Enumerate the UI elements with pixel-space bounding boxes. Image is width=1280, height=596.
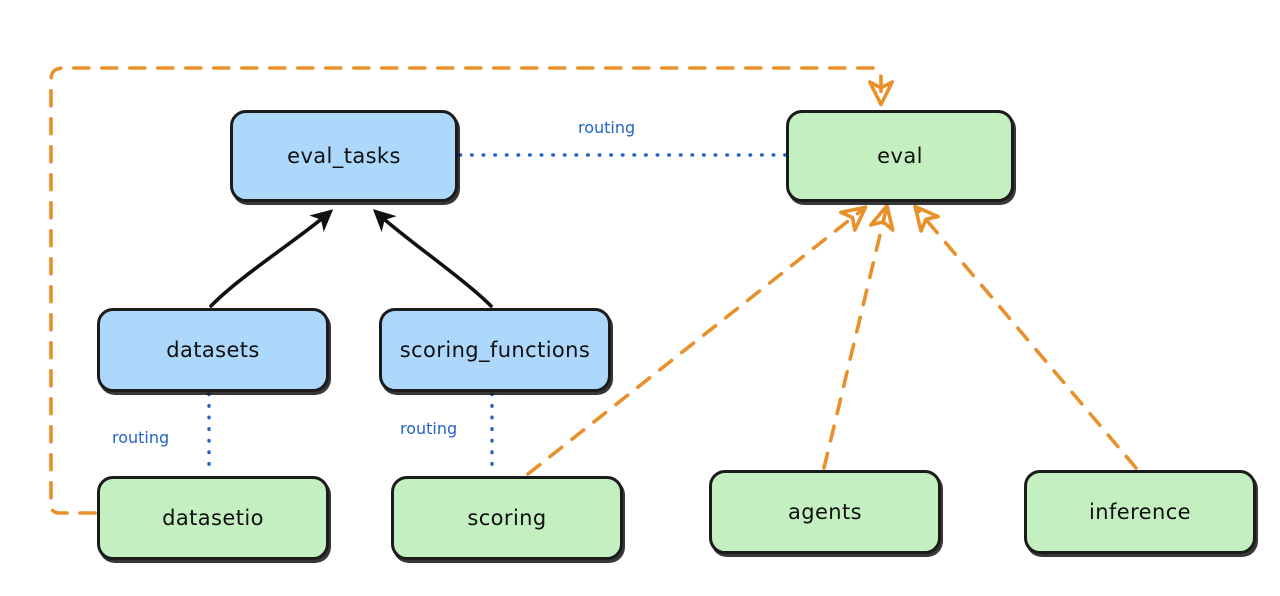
edge-inference-to-eval — [913, 204, 1138, 470]
node-eval-tasks[interactable]: eval_tasks — [230, 110, 458, 202]
node-label-datasetio: datasetio — [162, 506, 264, 530]
node-datasetio[interactable]: datasetio — [97, 476, 329, 560]
node-datasets[interactable]: datasets — [97, 308, 329, 392]
node-label-agents: agents — [787, 500, 862, 524]
node-inference[interactable]: inference — [1024, 470, 1256, 554]
edge-agents-to-eval — [822, 203, 895, 470]
node-scoring[interactable]: scoring — [391, 476, 623, 560]
edge-datasetio-to-eval — [49, 66, 895, 515]
edge-scoring-to-eval — [526, 205, 868, 476]
node-label-inference: inference — [1089, 500, 1191, 524]
node-label-scoring-functions: scoring_functions — [399, 338, 591, 362]
node-label-eval-tasks: eval_tasks — [287, 144, 401, 168]
node-agents[interactable]: agents — [709, 470, 941, 554]
node-label-scoring: scoring — [467, 506, 547, 530]
node-label-eval: eval — [877, 144, 923, 168]
node-eval[interactable]: eval — [786, 110, 1014, 202]
edge-datasets-to-eval-tasks — [209, 209, 334, 308]
node-scoring-functions[interactable]: scoring_functions — [379, 308, 611, 392]
edge-scoring-functions-to-eval-tasks — [372, 209, 493, 308]
node-label-datasets: datasets — [166, 338, 260, 362]
